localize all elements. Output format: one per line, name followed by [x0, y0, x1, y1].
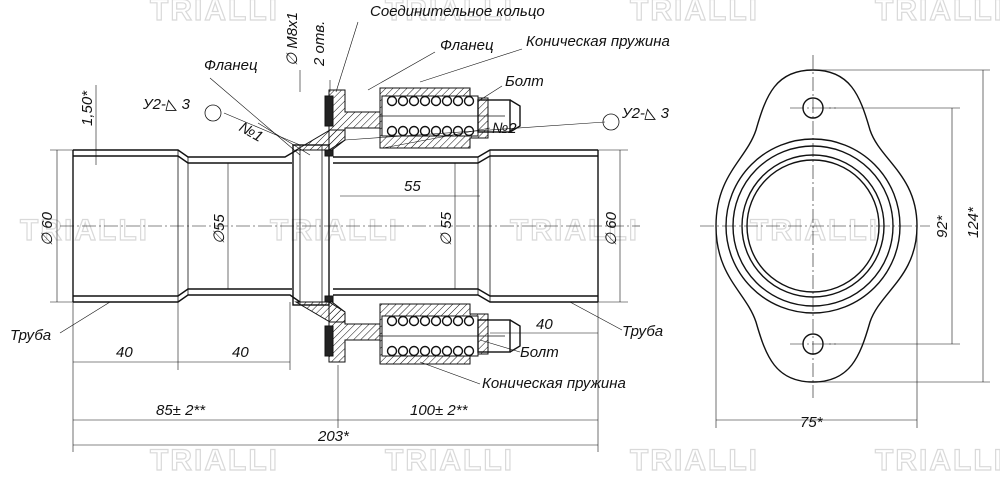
svg-text:TRIALLI: TRIALLI: [150, 444, 279, 477]
spring-coil: [408, 345, 420, 357]
dim-len-55: 55: [404, 178, 421, 195]
label-holes: 2 отв.: [311, 21, 328, 67]
spring-coil: [397, 345, 409, 357]
svg-text:TRIALLI: TRIALLI: [150, 0, 279, 27]
label-pipe-left: Труба: [10, 327, 51, 344]
top-spring-bolt: [379, 87, 521, 149]
dim-thickness: 1,50*: [79, 90, 96, 126]
spring-coil: [463, 315, 475, 327]
label-part-no2: №2: [492, 120, 517, 137]
dim-dia-right: ∅ 60: [603, 211, 620, 246]
svg-text:TRIALLI: TRIALLI: [20, 214, 149, 247]
spring-coil: [386, 315, 398, 327]
label-conical-spring-top: Коническая пружина: [526, 33, 670, 50]
spring-coil: [397, 125, 409, 137]
dim-len-85: 85± 2**: [156, 402, 206, 419]
spring-coil: [452, 315, 464, 327]
spring-coil: [441, 315, 453, 327]
spring-coil: [441, 125, 453, 137]
label-weld-right: У2-◺ 3: [621, 105, 670, 122]
spring-coil: [386, 125, 398, 137]
label-bolt-top: Болт: [505, 73, 544, 90]
dim-dia-left: ∅ 60: [39, 211, 56, 246]
spring-coil: [408, 125, 420, 137]
label-pipe-right: Труба: [622, 323, 663, 340]
dimension-lines: [50, 21, 628, 452]
svg-text:TRIALLI: TRIALLI: [630, 444, 759, 477]
label-connecting-ring: Соединительное кольцо: [370, 3, 545, 20]
dim-len-203: 203*: [317, 428, 350, 445]
dim-flange-92: 92*: [934, 214, 951, 238]
spring-coil: [430, 95, 442, 107]
spring-coil: [419, 315, 431, 327]
dim-flange-75: 75*: [800, 414, 824, 431]
svg-text:TRIALLI: TRIALLI: [385, 444, 514, 477]
spring-coil: [463, 95, 475, 107]
dim-dia-inner-left: ∅55: [211, 214, 228, 244]
label-flange-left: Фланец: [204, 57, 258, 74]
spring-coil: [408, 315, 420, 327]
dim-len-100: 100± 2**: [410, 402, 469, 419]
label-conical-spring-bottom: Коническая пружина: [482, 375, 626, 392]
spring-coil: [430, 345, 442, 357]
svg-text:TRIALLI: TRIALLI: [750, 214, 879, 247]
spring-coil: [441, 95, 453, 107]
dim-len-40-a: 40: [116, 344, 133, 361]
spring-coil: [419, 95, 431, 107]
spring-coil: [386, 345, 398, 357]
spring-coil: [452, 345, 464, 357]
spring-coil: [441, 345, 453, 357]
bottom-spring-bolt: [379, 303, 521, 365]
spring-coil: [386, 95, 398, 107]
spring-coil: [397, 95, 409, 107]
spring-coil: [419, 125, 431, 137]
spring-coil: [463, 345, 475, 357]
label-bolt-bottom: Болт: [520, 344, 559, 361]
spring-coil: [397, 315, 409, 327]
watermarks: TRIALLI TRIALLI TRIALLI TRIALLI TRIALLI …: [19, 0, 1000, 478]
spring-coil: [419, 345, 431, 357]
label-part-no1: №1: [236, 119, 266, 146]
dim-dia-inner-right: ∅ 55: [438, 211, 455, 246]
spring-coil: [452, 95, 464, 107]
spring-coil: [452, 125, 464, 137]
svg-text:TRIALLI: TRIALLI: [510, 214, 639, 247]
dim-len-40-b: 40: [232, 344, 249, 361]
svg-text:TRIALLI: TRIALLI: [630, 0, 759, 27]
label-thread: ∅ M8x1: [284, 12, 301, 66]
svg-text:TRIALLI: TRIALLI: [385, 0, 514, 27]
right-pipe: [333, 149, 599, 303]
dim-len-40-c: 40: [536, 316, 553, 333]
spring-coil: [408, 95, 420, 107]
dim-flange-124: 124*: [965, 206, 982, 238]
spring-coil: [430, 315, 442, 327]
svg-text:TRIALLI: TRIALLI: [270, 214, 399, 247]
label-flange-top: Фланец: [440, 37, 494, 54]
svg-text:TRIALLI: TRIALLI: [875, 0, 1000, 27]
svg-text:TRIALLI: TRIALLI: [875, 444, 1000, 477]
label-weld-left: У2-◺ 3: [142, 96, 191, 113]
flange-side-view: [700, 55, 990, 428]
